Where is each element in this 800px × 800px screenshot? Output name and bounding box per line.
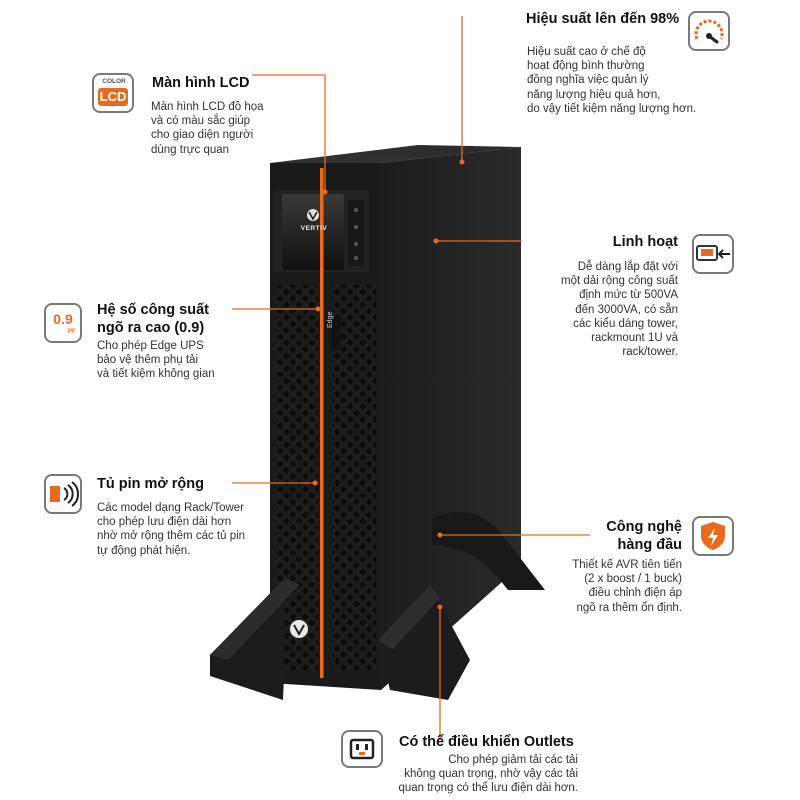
flexible-description: Dễ dàng lắp đặt với một dải rộng công su…: [561, 261, 678, 359]
technology-title: Công nghệ hàng đầu: [606, 519, 682, 553]
foot-right-back: [432, 511, 545, 590]
power-factor-description: Cho phép Edge UPS bảo vệ thêm phụ tải và…: [97, 340, 215, 381]
lcd-title: Màn hình LCD: [152, 75, 250, 91]
lcd-description: Màn hình LCD đồ họa và có màu sắc giúp c…: [151, 101, 264, 156]
lcd-screen: [282, 194, 344, 270]
color-lcd-icon: COLOR LCD: [92, 73, 134, 113]
screen-brand-text: VERTIV: [300, 225, 328, 232]
efficiency-description: Hiệu suất cao ở chế độ hoạt động bình th…: [527, 46, 697, 115]
power-factor-title: Hệ số công suất ngõ ra cao (0.9): [97, 302, 209, 336]
outlets-description: Cho phép giảm tải các tải không quan trọ…: [398, 754, 578, 795]
technology-description: Thiết kế AVR tiên tiến (2 x boost / 1 bu…: [572, 559, 682, 614]
outlets-title: Có thể điều khiển Outlets: [399, 734, 574, 750]
shield-bolt-icon: [692, 516, 734, 556]
battery-description: Các model dạng Rack/Tower cho phép lưu đ…: [97, 502, 246, 557]
orange-accent-strip: [320, 168, 324, 678]
tower-top: [270, 145, 521, 163]
battery-title: Tủ pin mở rộng: [97, 476, 204, 492]
gauge-icon: [688, 11, 730, 51]
flexible-title: Linh hoạt: [612, 234, 678, 250]
vertiv-bottom-logo-icon: [290, 620, 308, 638]
leader-lcd: [252, 74, 326, 192]
vertiv-logo-icon: [307, 209, 319, 221]
tower-feet: [210, 511, 545, 700]
tower-side-panel: [381, 147, 521, 690]
foot-right-front: [378, 585, 470, 700]
leader-lines: [232, 16, 590, 740]
side-edge-label: Edge: [327, 311, 334, 328]
efficiency-title: Hiệu suất lên đến 98%: [526, 11, 680, 27]
power-outlet-icon: [341, 730, 383, 768]
rack-mount-icon: [692, 234, 734, 274]
battery-cabinet-icon: [44, 474, 82, 514]
power-factor-icon: 0.9 PF: [44, 303, 82, 343]
leader-dots: [312, 159, 465, 610]
